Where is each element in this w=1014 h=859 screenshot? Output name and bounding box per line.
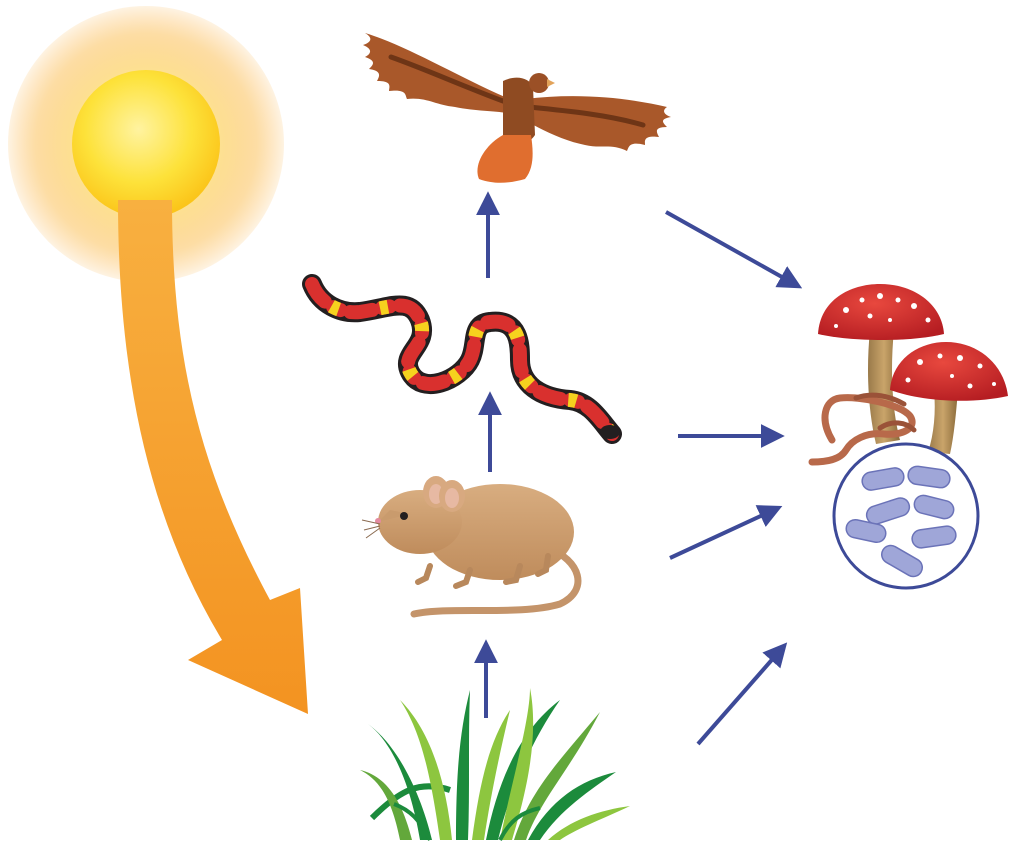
- arrow-grass-to-decomposers: [698, 646, 784, 744]
- snake-icon: [312, 284, 620, 439]
- bacteria-icon: [834, 444, 978, 588]
- sun-energy-arrow: [118, 200, 308, 714]
- hawk-icon: [363, 33, 671, 183]
- arrow-mouse-to-decomposers: [670, 508, 778, 558]
- arrow-hawk-to-decomposers: [666, 212, 798, 286]
- decomposers-icon: [812, 284, 1008, 588]
- mouse-icon: [362, 476, 578, 614]
- grass-icon: [360, 688, 630, 840]
